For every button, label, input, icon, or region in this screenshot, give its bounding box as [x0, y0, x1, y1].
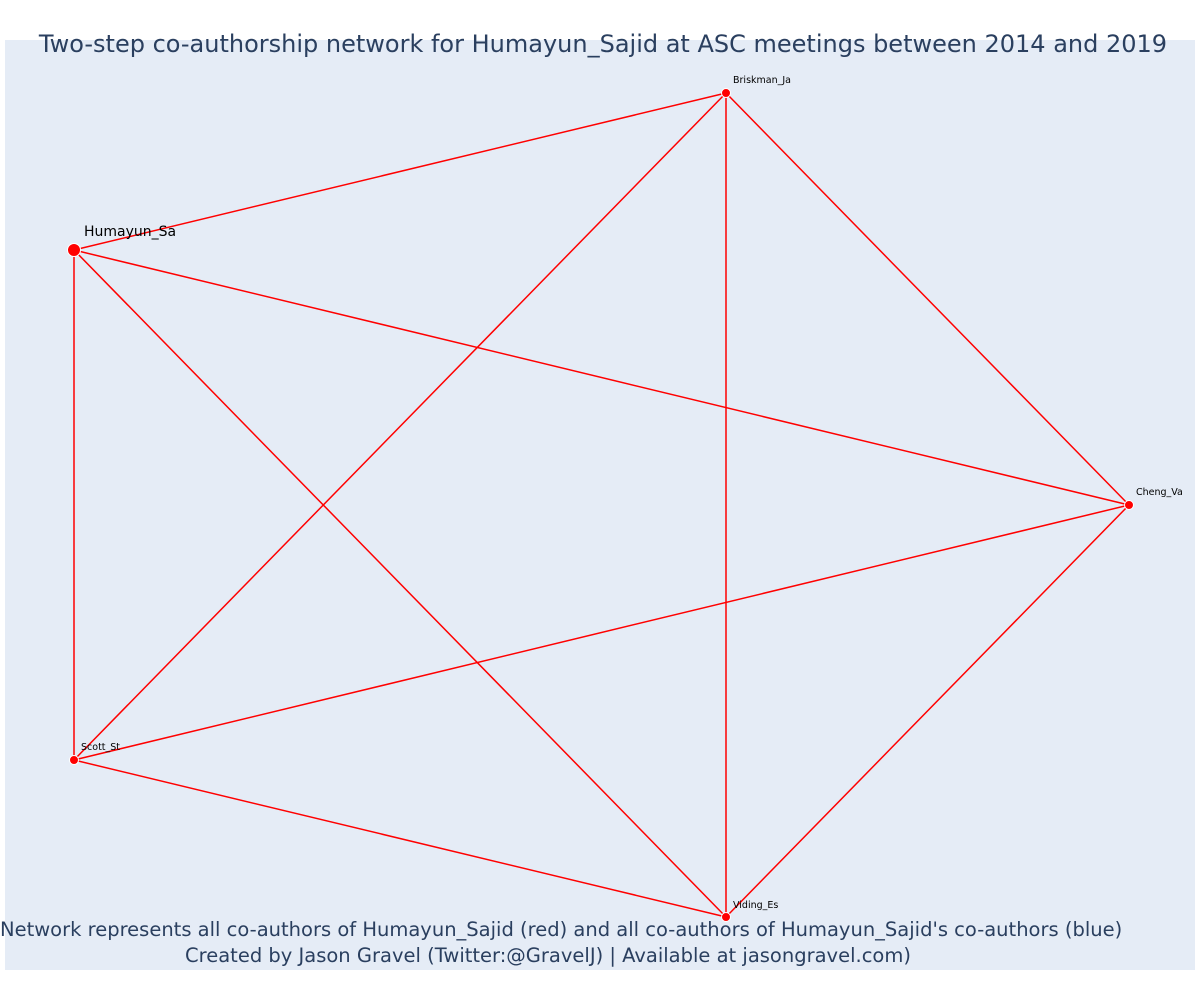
edge-humayun-viding: [73, 249, 727, 918]
edge-briskman-scott: [73, 92, 727, 761]
edge-cheng-viding: [725, 504, 1130, 918]
nodes-layer: [67, 88, 1134, 922]
caption-line-1: Network represents all co-authors of Hum…: [0, 918, 1123, 941]
plot-area: [5, 40, 1195, 970]
node-viding[interactable]: [721, 912, 731, 922]
node-humayun[interactable]: [67, 243, 81, 257]
edges-layer: [73, 92, 1130, 918]
node-label-briskman: Briskman_Ja: [733, 75, 791, 86]
edge-briskman-cheng: [725, 92, 1130, 506]
node-briskman[interactable]: [721, 88, 731, 98]
edge-viding-scott: [73, 759, 727, 918]
edge-humayun-cheng: [73, 249, 1130, 506]
edge-cheng-scott: [73, 504, 1130, 761]
node-label-cheng: Cheng_Va: [1136, 487, 1183, 498]
caption-line-2: Created by Jason Gravel (Twitter:@Gravel…: [185, 944, 911, 967]
node-cheng[interactable]: [1124, 500, 1134, 510]
node-label-scott: Scott_St: [81, 742, 120, 753]
chart-title: Two-step co-authorship network for Humay…: [38, 30, 1168, 58]
node-label-humayun: Humayun_Sa: [84, 224, 176, 240]
node-label-viding: Viding_Es: [733, 900, 778, 911]
node-scott[interactable]: [69, 755, 79, 765]
edge-humayun-briskman: [73, 92, 727, 251]
